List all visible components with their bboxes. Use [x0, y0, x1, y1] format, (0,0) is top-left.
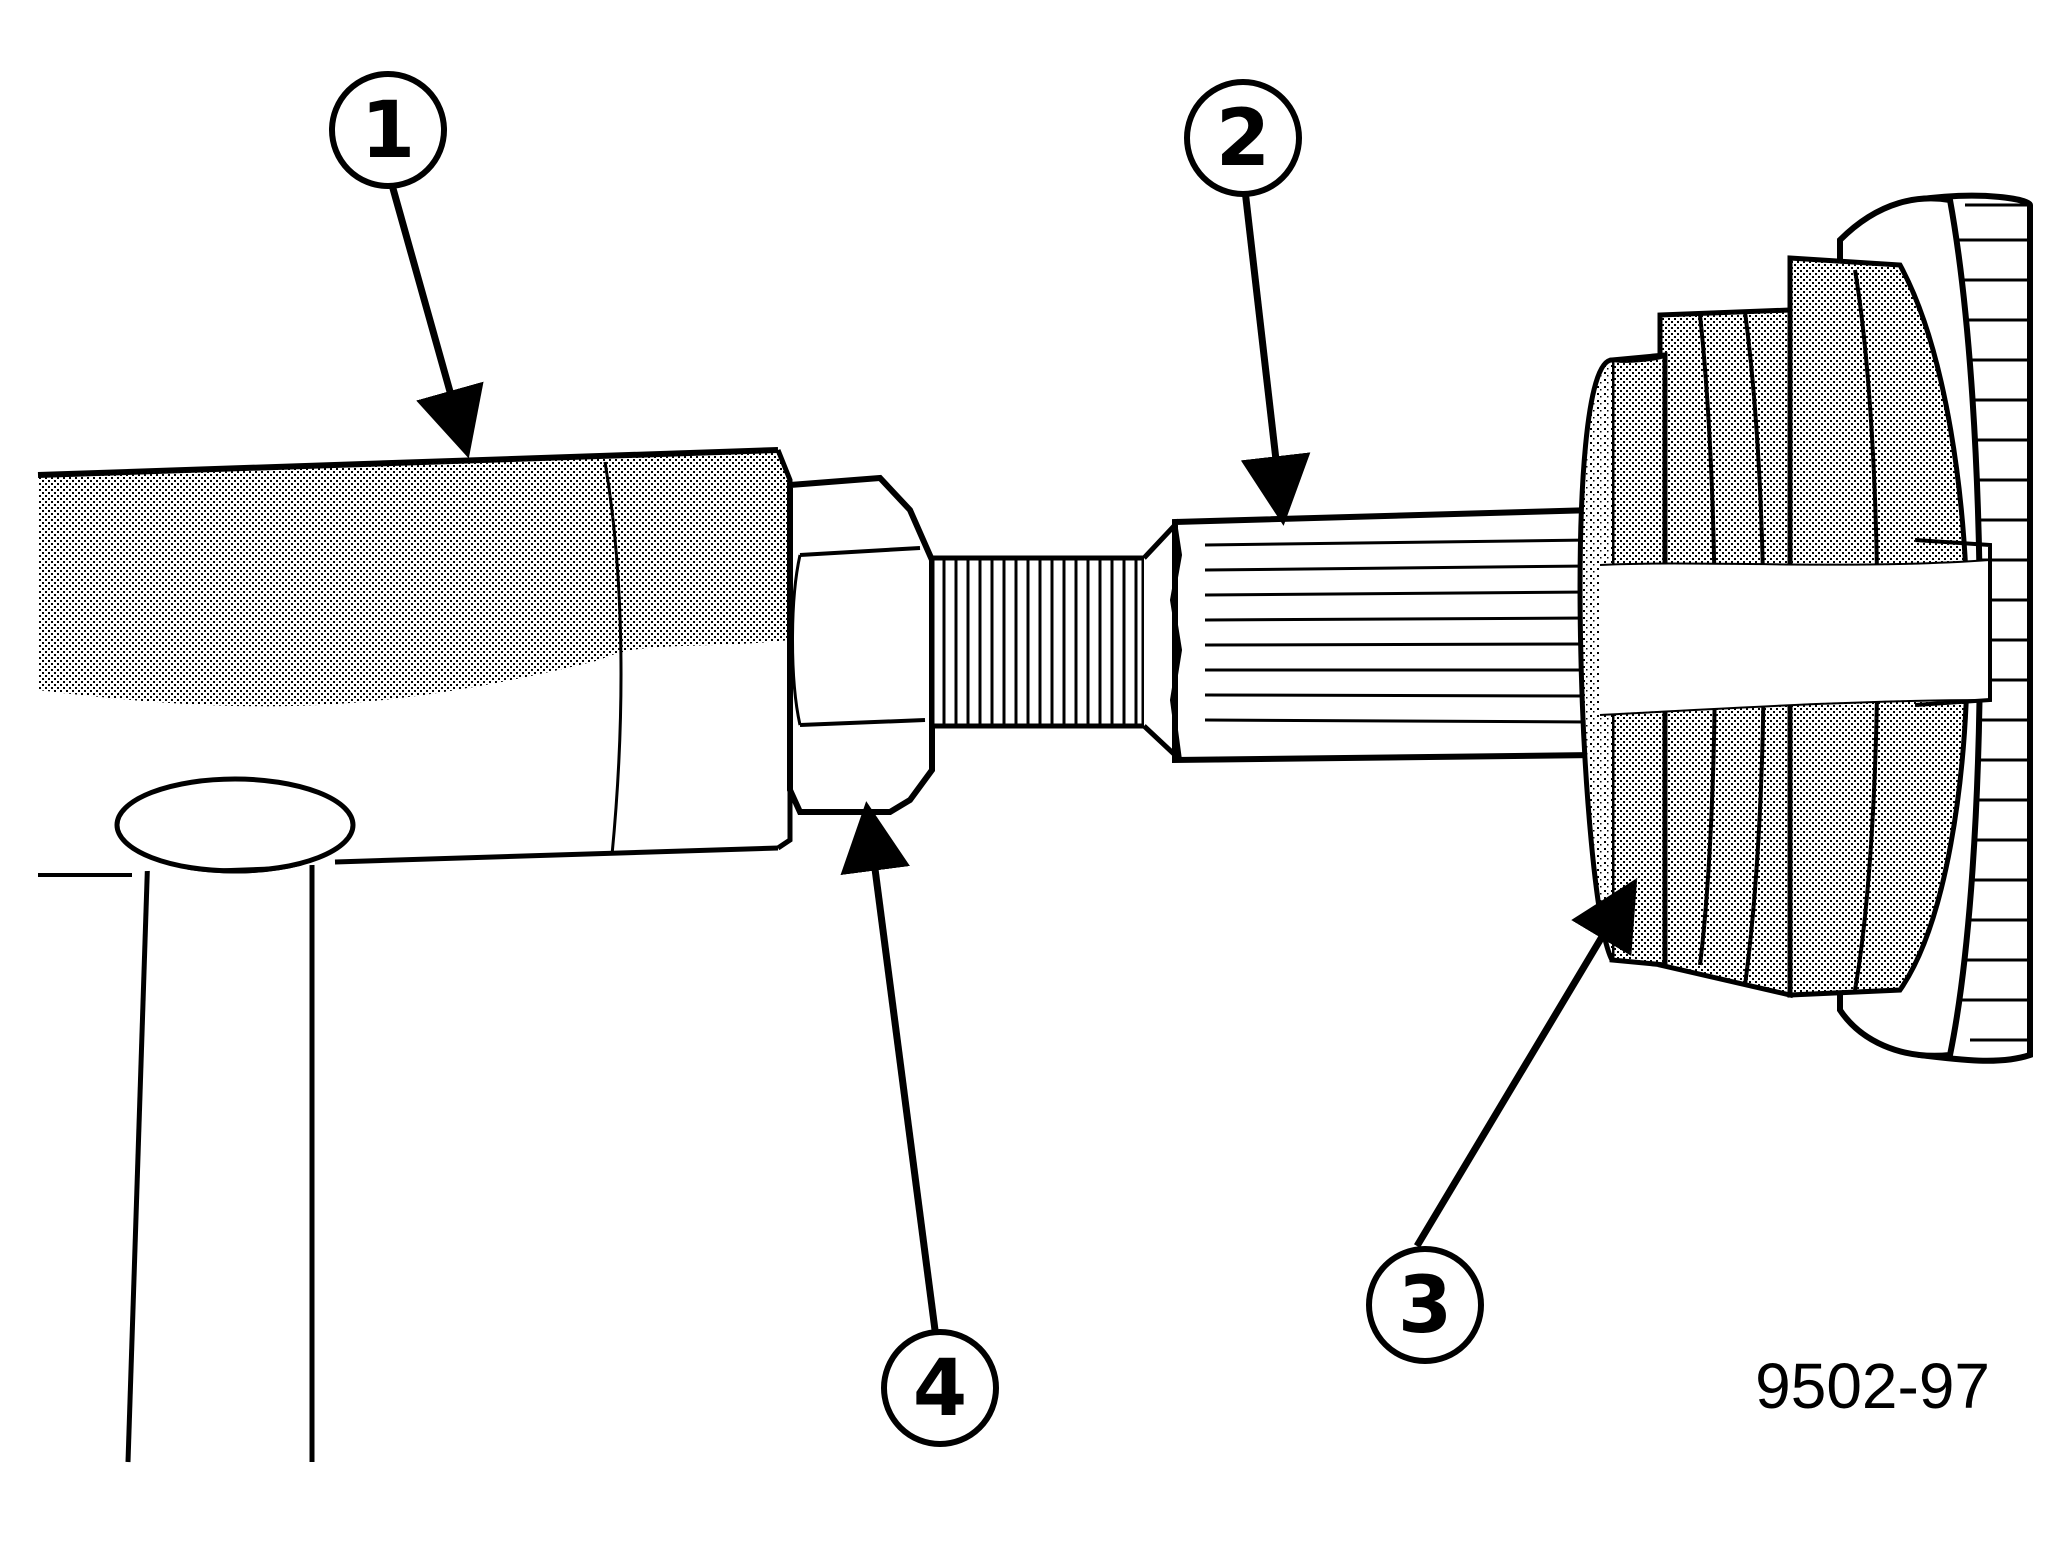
callout-2: 2 [1184, 79, 1302, 197]
leader-line-1 [388, 184, 484, 459]
callout-3-label: 3 [1398, 1261, 1452, 1351]
tool-body [37, 447, 793, 877]
splined-shaft [1169, 506, 1598, 764]
leader-line-4 [840, 801, 939, 1331]
vertical-tube [114, 776, 356, 1463]
callout-2-label: 2 [1216, 94, 1270, 184]
threaded-rod [929, 518, 1178, 761]
callout-3: 3 [1366, 1246, 1484, 1364]
callout-4-label: 4 [913, 1344, 967, 1434]
hex-nut [787, 474, 935, 815]
callout-1: 1 [329, 71, 447, 189]
figure-id: 9502-97 [1755, 1350, 1990, 1422]
callout-4: 4 [881, 1329, 999, 1447]
callout-1-label: 1 [361, 86, 415, 176]
leader-line-2 [1240, 189, 1311, 526]
cv-joint-housing [1577, 192, 2033, 1064]
leader-lines [388, 184, 1638, 1331]
leader-line-3 [1413, 877, 1638, 1248]
